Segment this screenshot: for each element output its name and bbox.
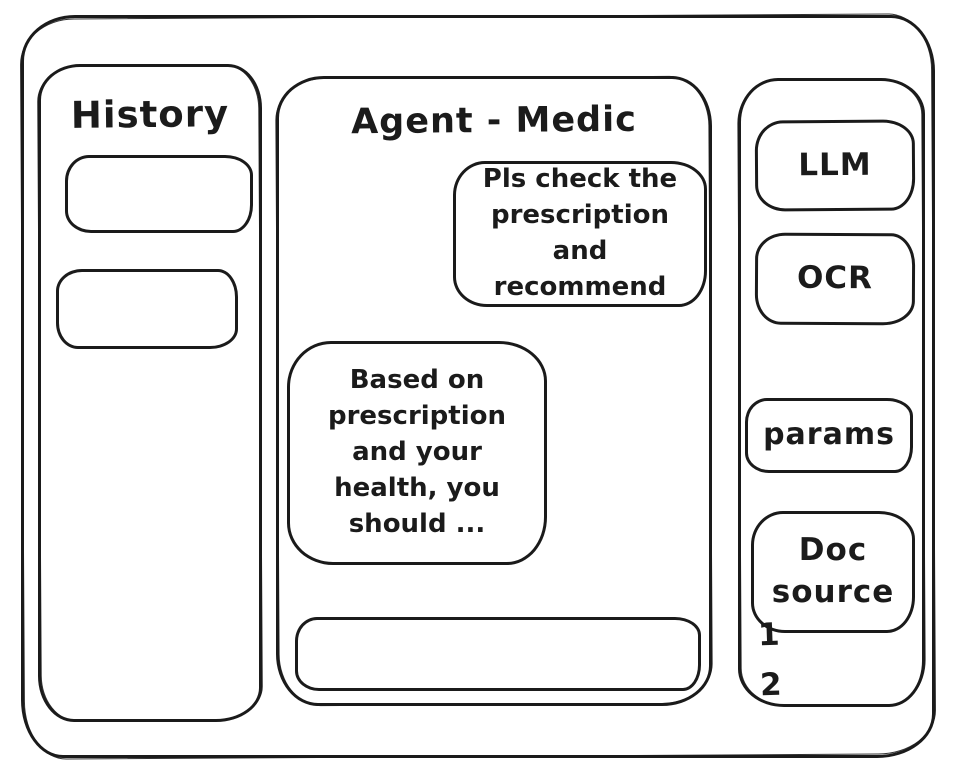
doc-source-item-1: 1 [757, 616, 781, 654]
chat-title: Agent - Medic [350, 99, 638, 143]
history-item[interactable] [65, 155, 253, 233]
history-panel: History [38, 64, 262, 722]
history-title: History [70, 92, 230, 137]
message-input[interactable] [295, 617, 701, 691]
chat-message-assistant: Based on prescription and your health, y… [287, 341, 547, 565]
history-item[interactable] [56, 269, 238, 349]
doc-source-item-2: 2 [759, 666, 783, 704]
tools-panel: LLM OCR params Doc source 1 2 [738, 78, 925, 707]
ocr-button[interactable]: OCR [754, 232, 916, 326]
chat-message-user: Pls check the prescription and recommend [453, 161, 707, 307]
doc-source-button[interactable]: Doc source [751, 511, 915, 633]
chat-panel: Agent - Medic Pls check the prescription… [276, 76, 712, 706]
llm-button[interactable]: LLM [754, 119, 916, 212]
params-button[interactable]: params [745, 398, 913, 473]
